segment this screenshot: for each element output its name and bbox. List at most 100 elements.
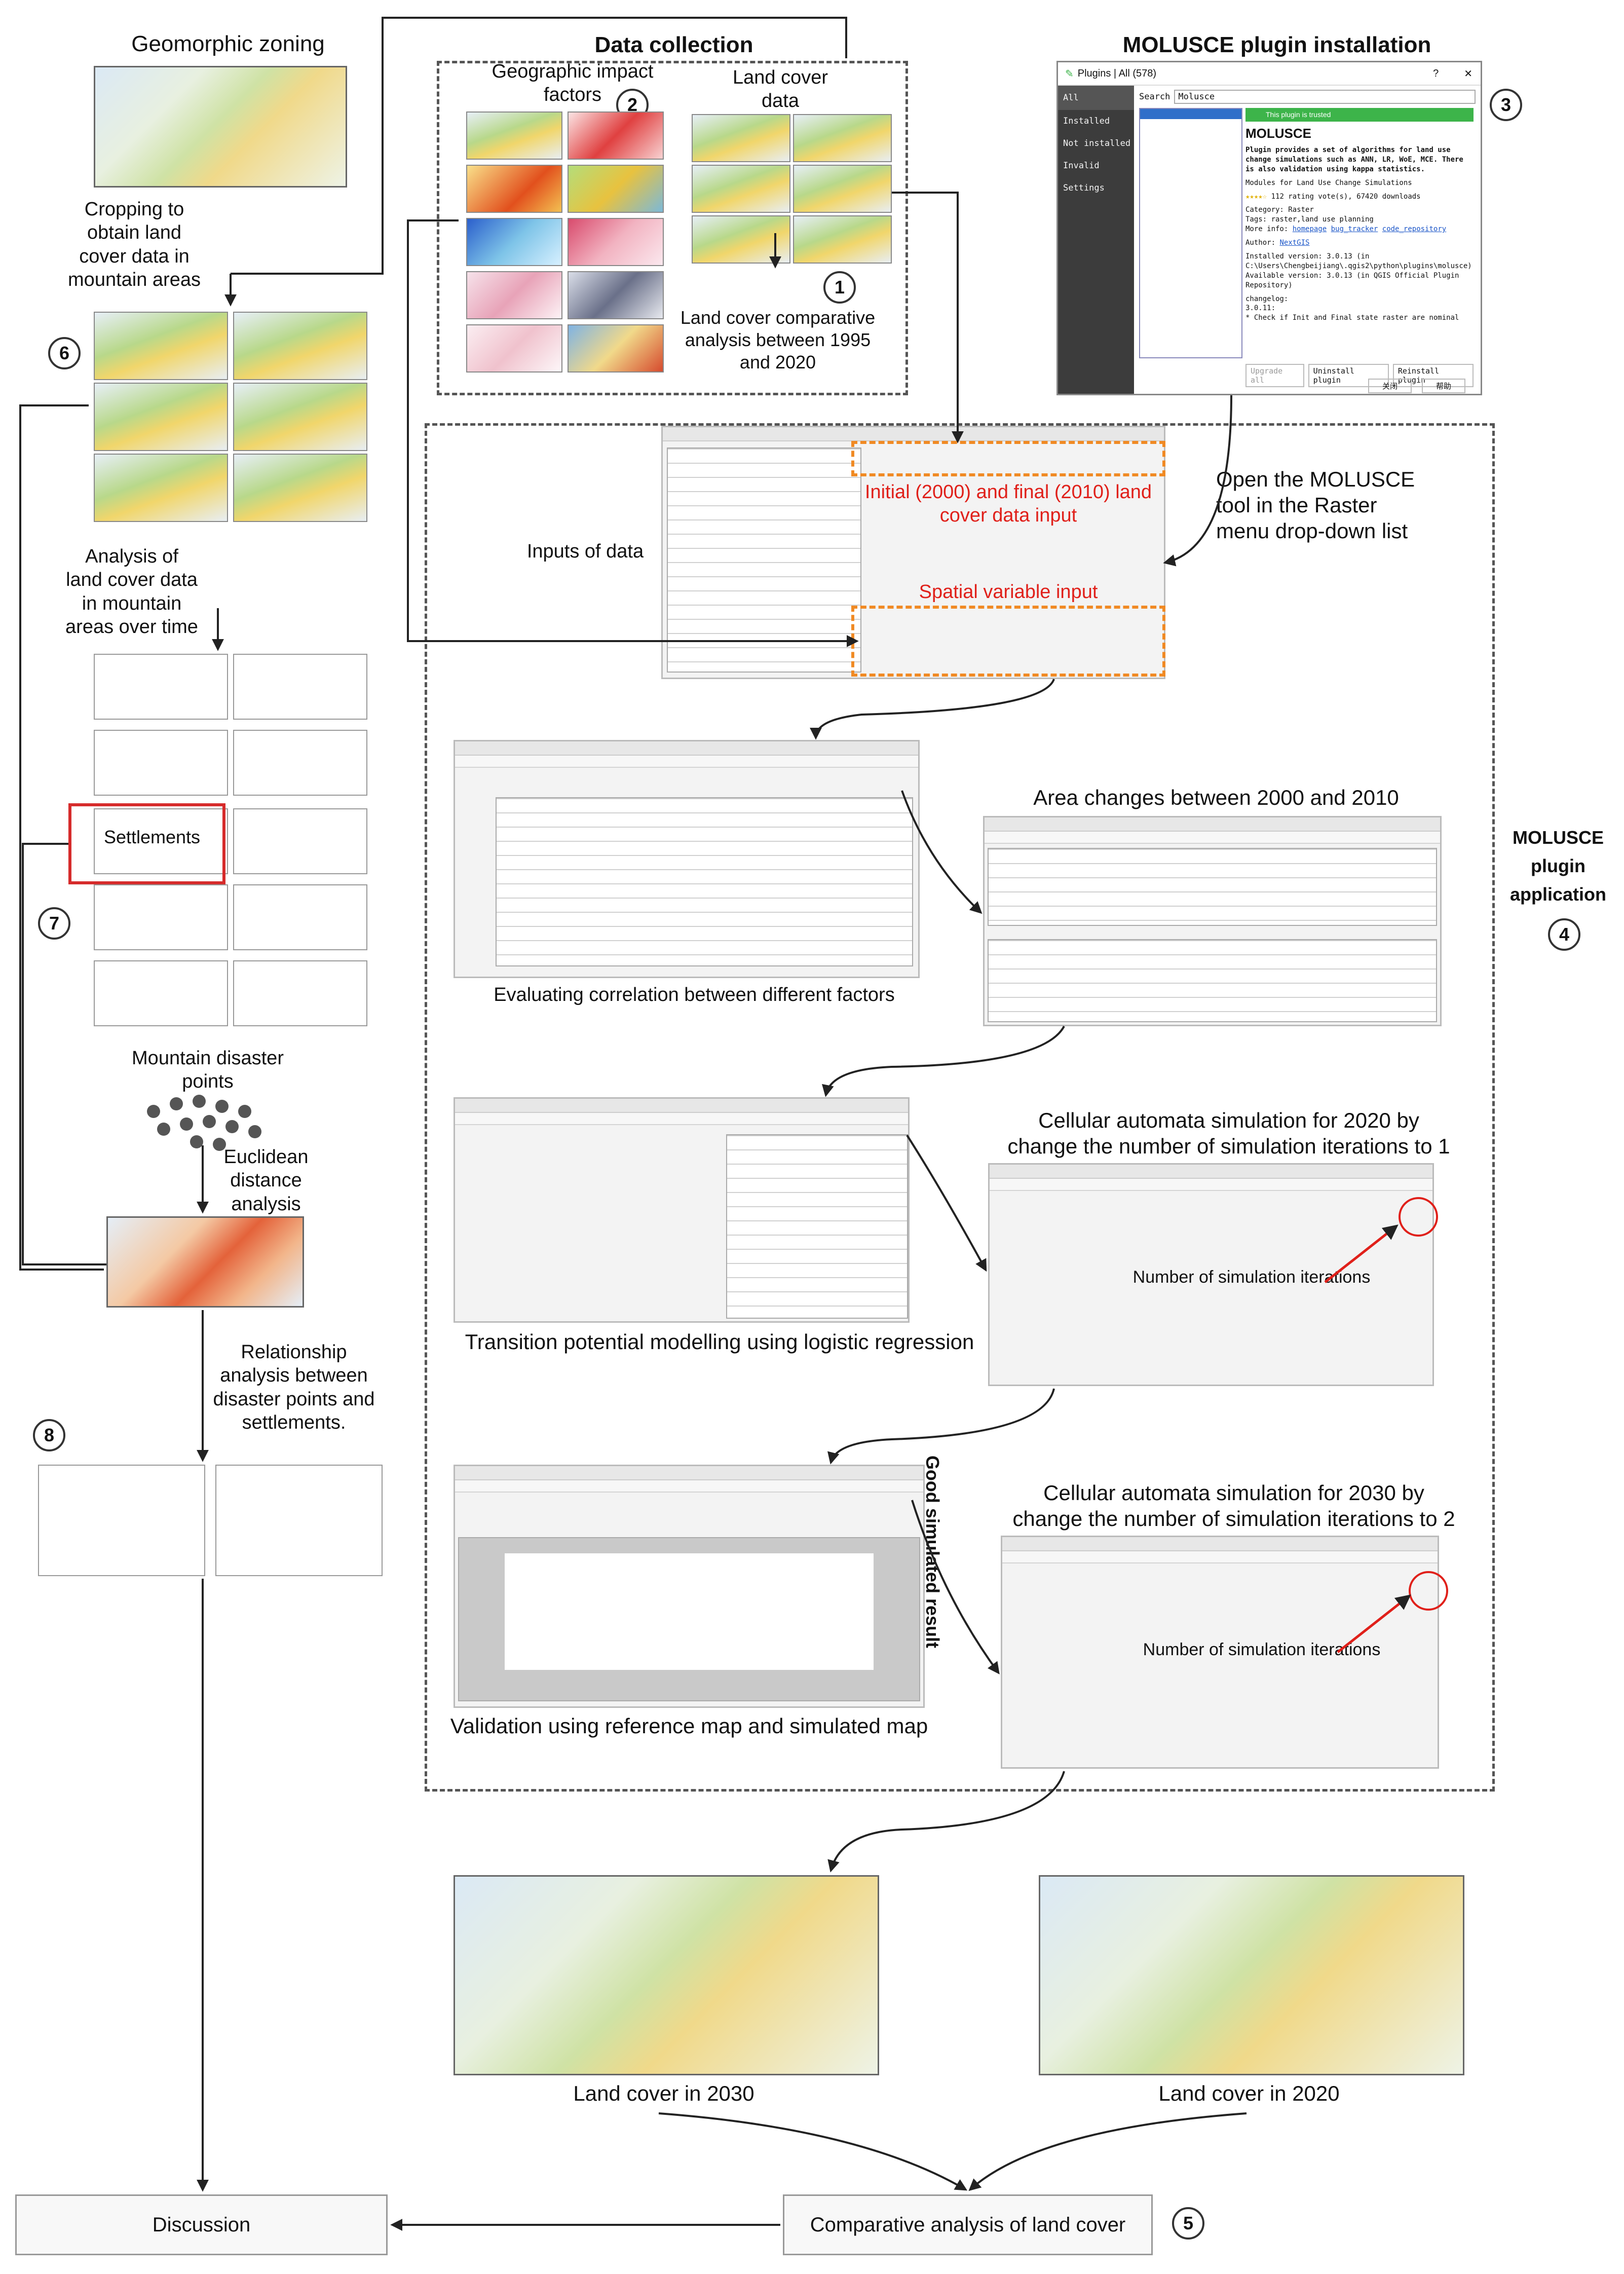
comparative-analysis-box: Comparative analysis of land cover	[783, 2194, 1153, 2255]
relationship-chart-b	[215, 1465, 383, 1576]
dialog-titlebar	[455, 1466, 923, 1480]
factor-map	[466, 271, 562, 319]
num-iterations-label-1: Number of simulation iterations	[1132, 1268, 1371, 1287]
plot-area	[505, 1553, 874, 1670]
plugins-sidebar: All Installed Not installed Invalid Sett…	[1058, 86, 1134, 394]
change-version: 3.0.11:	[1245, 304, 1276, 313]
plugin-name: MOLUSCE	[1245, 125, 1311, 141]
factor-map	[568, 218, 664, 266]
disaster-dot	[225, 1120, 239, 1133]
plugin-details: This plugin is trusted MOLUSCE Plugin pr…	[1245, 108, 1474, 356]
dialog-tabs	[455, 1480, 923, 1493]
search-input[interactable]: Molusce	[1174, 90, 1476, 104]
code-repository-link[interactable]: code_repository	[1382, 225, 1447, 234]
correlation-table	[496, 797, 913, 966]
dialog-tabs	[455, 1113, 908, 1125]
land-cover-map	[692, 114, 790, 162]
dialog-titlebar	[455, 1099, 908, 1113]
disaster-dot	[248, 1125, 261, 1138]
plugins-window-titlebar: ✎ Plugins | All (578) ? ✕	[1058, 62, 1481, 86]
input-layer-list	[667, 448, 861, 673]
change-item: * Check if Init and Final state raster a…	[1245, 314, 1459, 322]
time-series-chart	[94, 960, 228, 1026]
dialog-titlebar	[985, 817, 1440, 832]
ca-2020-label: Cellular automata simulation for 2020 by…	[1007, 1108, 1450, 1159]
area-changes-label: Area changes between 2000 and 2010	[1033, 786, 1399, 809]
ca-2030-label: Cellular automata simulation for 2030 by…	[1012, 1481, 1455, 1531]
time-series-chart	[233, 960, 367, 1026]
cropping-label: Cropping to obtain land cover data in mo…	[68, 199, 201, 291]
disaster-dot	[213, 1138, 226, 1151]
land-cover-2030-label: Land cover in 2030	[573, 2081, 754, 2105]
land-cover-2020-label: Land cover in 2020	[1158, 2081, 1340, 2105]
disaster-dot	[215, 1100, 229, 1113]
uninstall-plugin-button[interactable]: Uninstall plugin	[1308, 364, 1389, 387]
bug-tracker-link[interactable]: bug_tracker	[1331, 225, 1378, 234]
time-series-chart	[94, 730, 228, 796]
upgrade-all-button[interactable]: Upgrade all	[1245, 364, 1304, 387]
spatial-variable-highlight	[851, 606, 1165, 677]
num-iterations-label-2: Number of simulation iterations	[1143, 1640, 1381, 1659]
plugin-module: Modules for Land Use Change Simulations	[1245, 178, 1412, 187]
plugin-description: Plugin provides a set of algorithms for …	[1245, 145, 1463, 173]
inputs-of-data-label: Inputs of data	[526, 541, 644, 562]
sidebar-item-not-installed[interactable]: Not installed	[1063, 138, 1131, 148]
validation-plot	[458, 1537, 920, 1701]
land-cover-map	[793, 114, 892, 162]
plugin-list-item-molusce[interactable]	[1140, 109, 1241, 119]
transition-matrix	[988, 939, 1437, 1022]
euclidean-label: Euclidean distance analysis	[223, 1146, 309, 1215]
disaster-dot	[157, 1123, 170, 1136]
open-tool-label: Open the MOLUSCE tool in the Raster menu…	[1216, 467, 1415, 543]
discussion-label: Discussion	[152, 2213, 251, 2236]
correlation-label: Evaluating correlation between different…	[494, 984, 895, 1005]
cropped-map	[233, 454, 367, 522]
land-cover-input-highlight	[851, 441, 1165, 476]
help-button[interactable]: 帮助	[1421, 379, 1465, 393]
disaster-dot	[170, 1097, 183, 1110]
initial-final-input-label: Initial (2000) and final (2010) land cov…	[864, 481, 1152, 527]
time-series-chart	[94, 808, 228, 874]
land-cover-map	[793, 165, 892, 213]
transition-screenshot	[454, 1097, 910, 1323]
close-button[interactable]: 关闭	[1368, 379, 1412, 393]
disaster-dot	[203, 1115, 216, 1128]
plugin-installation-title: MOLUSCE plugin installation	[1122, 32, 1431, 57]
sidebar-item-invalid[interactable]: Invalid	[1063, 161, 1100, 171]
factor-map	[568, 165, 664, 213]
search-row: Search Molusce	[1139, 90, 1476, 104]
dialog-titlebar	[663, 427, 1164, 441]
more-info-label: More info:	[1245, 225, 1289, 234]
dialog-tabs	[990, 1179, 1432, 1191]
area-changes-screenshot	[983, 816, 1442, 1026]
dialog-tabs	[985, 832, 1440, 844]
sidebar-item-all[interactable]: All	[1058, 86, 1134, 110]
author-link[interactable]: NextGIS	[1279, 239, 1310, 247]
time-series-chart	[233, 808, 367, 874]
rating-text: 112 rating vote(s), 67420 downloads	[1271, 192, 1421, 201]
cropped-map	[233, 312, 367, 380]
dialog-titlebar	[1002, 1537, 1438, 1551]
area-changes-table	[988, 848, 1437, 926]
rating-stars-icon: ★★★★☆	[1245, 192, 1267, 201]
dialog-tabs	[1002, 1551, 1438, 1563]
homepage-link[interactable]: homepage	[1292, 225, 1327, 234]
help-icon[interactable]: ?	[1433, 67, 1439, 79]
close-icon[interactable]: ✕	[1464, 68, 1472, 80]
iterations-circle-2	[1409, 1571, 1448, 1611]
plugin-list[interactable]	[1139, 108, 1242, 358]
dialog-buttons: 关闭 帮助	[1368, 379, 1465, 393]
available-version: Available version: 3.0.13 (in QGIS Offic…	[1245, 271, 1459, 289]
factor-map	[466, 218, 562, 266]
euclidean-map	[106, 1216, 304, 1308]
disaster-dot	[238, 1105, 251, 1118]
iterations-circle-1	[1399, 1197, 1438, 1237]
spatial-variable-label: Spatial variable input	[919, 581, 1098, 603]
sidebar-item-installed[interactable]: Installed	[1063, 116, 1110, 126]
analysis-over-time-label: Analysis of land cover data in mountain …	[65, 546, 198, 638]
plugin-more-info: More info: homepage bug_tracker code_rep…	[1245, 225, 1474, 234]
settlements-label: Settlements	[103, 827, 201, 847]
sidebar-item-settings[interactable]: Settings	[1063, 183, 1105, 193]
disaster-dot	[190, 1135, 203, 1148]
discussion-box: Discussion	[15, 2194, 388, 2255]
